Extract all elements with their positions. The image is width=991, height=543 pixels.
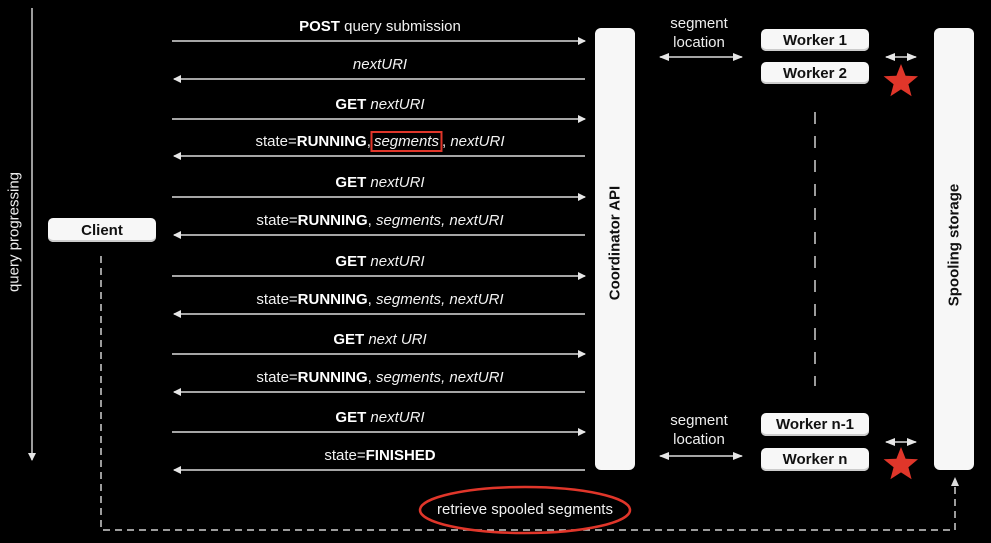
client-box[interactable]: Client bbox=[48, 218, 156, 242]
message-separator: , bbox=[441, 133, 447, 150]
message-keyword: GET bbox=[333, 331, 365, 348]
message-label: GET nextURI bbox=[335, 96, 424, 114]
message-uri: , nextURI bbox=[441, 291, 504, 308]
message-uri: , nextURI bbox=[441, 369, 504, 386]
retrieve-arrowhead bbox=[951, 477, 959, 486]
message-uri: , nextURI bbox=[441, 212, 504, 229]
message-label: GET nextURI bbox=[335, 174, 424, 192]
message-label: state=RUNNING, segments, nextURI bbox=[256, 212, 503, 230]
message-uri: nextURI bbox=[366, 174, 425, 191]
message-label: state=RUNNING,segments, nextURI bbox=[255, 131, 505, 152]
segment-location-line2: location bbox=[673, 431, 725, 448]
message-label: state=RUNNING, segments, nextURI bbox=[256, 291, 503, 309]
message-separator: , bbox=[366, 133, 371, 150]
message-keyword: GET bbox=[335, 409, 367, 426]
message-keyword: GET bbox=[335, 253, 367, 270]
message-uri: next URI bbox=[364, 331, 427, 348]
segment-location-label-bottom: segment location bbox=[670, 411, 728, 449]
message-uri: nextURI bbox=[366, 253, 425, 270]
star-icon bbox=[883, 64, 918, 97]
segment-location-line2: location bbox=[673, 34, 725, 51]
message-prefix: state= bbox=[256, 291, 298, 308]
message-separator: , bbox=[367, 369, 377, 386]
message-keyword: RUNNING bbox=[297, 291, 368, 308]
star-icon bbox=[883, 447, 918, 480]
worker-n-1-label: Worker n-1 bbox=[775, 416, 855, 433]
segment-location-line1: segment bbox=[670, 15, 728, 32]
spooling-storage-bar[interactable] bbox=[934, 28, 974, 470]
message-label: state=FINISHED bbox=[324, 447, 435, 465]
message-uri: nextURI bbox=[366, 409, 425, 426]
message-label: GET next URI bbox=[333, 331, 426, 349]
segment-location-line1: segment bbox=[670, 412, 728, 429]
message-label: POST query submission bbox=[299, 18, 461, 36]
message-keyword: GET bbox=[335, 96, 367, 113]
worker-n-1-box[interactable]: Worker n-1 bbox=[761, 413, 869, 436]
message-label: GET nextURI bbox=[335, 409, 424, 427]
message-segments: segments bbox=[376, 212, 442, 229]
message-keyword: FINISHED bbox=[365, 447, 436, 464]
message-uri: nextURI bbox=[446, 133, 505, 150]
message-uri: nextURI bbox=[366, 96, 425, 113]
message-prefix: state= bbox=[256, 369, 298, 386]
message-label: nextURI bbox=[353, 56, 407, 74]
client-label: Client bbox=[81, 221, 123, 239]
message-separator: , bbox=[367, 291, 377, 308]
message-uri: nextURI bbox=[352, 56, 408, 73]
message-label: GET nextURI bbox=[335, 253, 424, 271]
message-keyword: RUNNING bbox=[296, 133, 367, 150]
message-segments: segments bbox=[376, 291, 442, 308]
message-keyword: POST bbox=[299, 18, 340, 35]
worker-n-label: Worker n bbox=[782, 451, 848, 468]
worker-2-box[interactable]: Worker 2 bbox=[761, 62, 869, 84]
highlighted-segments: segments bbox=[370, 131, 442, 152]
message-segments: segments bbox=[376, 369, 442, 386]
message-prefix: state= bbox=[255, 133, 297, 150]
coordinator-api-label: Coordinator API bbox=[606, 185, 624, 301]
retrieve-highlight-ellipse bbox=[418, 485, 632, 535]
message-keyword: RUNNING bbox=[297, 212, 368, 229]
spooling-storage-label: Spooling storage bbox=[945, 183, 963, 307]
message-separator: , bbox=[367, 212, 377, 229]
segment-location-label-top: segment location bbox=[670, 14, 728, 52]
query-progressing-label: query progressing bbox=[5, 171, 23, 293]
message-label: state=RUNNING, segments, nextURI bbox=[256, 369, 503, 387]
retrieve-spooled-segments-label: retrieve spooled segments bbox=[437, 501, 613, 518]
worker-2-label: Worker 2 bbox=[783, 64, 847, 82]
message-keyword: RUNNING bbox=[297, 369, 368, 386]
worker-1-box[interactable]: Worker 1 bbox=[761, 29, 869, 51]
worker-n-box[interactable]: Worker n bbox=[761, 448, 869, 471]
worker-1-label: Worker 1 bbox=[783, 31, 847, 49]
retrieve-dashed-path bbox=[100, 256, 956, 531]
message-keyword: GET bbox=[335, 174, 367, 191]
message-prefix: state= bbox=[324, 447, 366, 464]
coordinator-api-bar[interactable] bbox=[595, 28, 635, 470]
message-prefix: state= bbox=[256, 212, 298, 229]
message-text: query submission bbox=[339, 18, 461, 35]
